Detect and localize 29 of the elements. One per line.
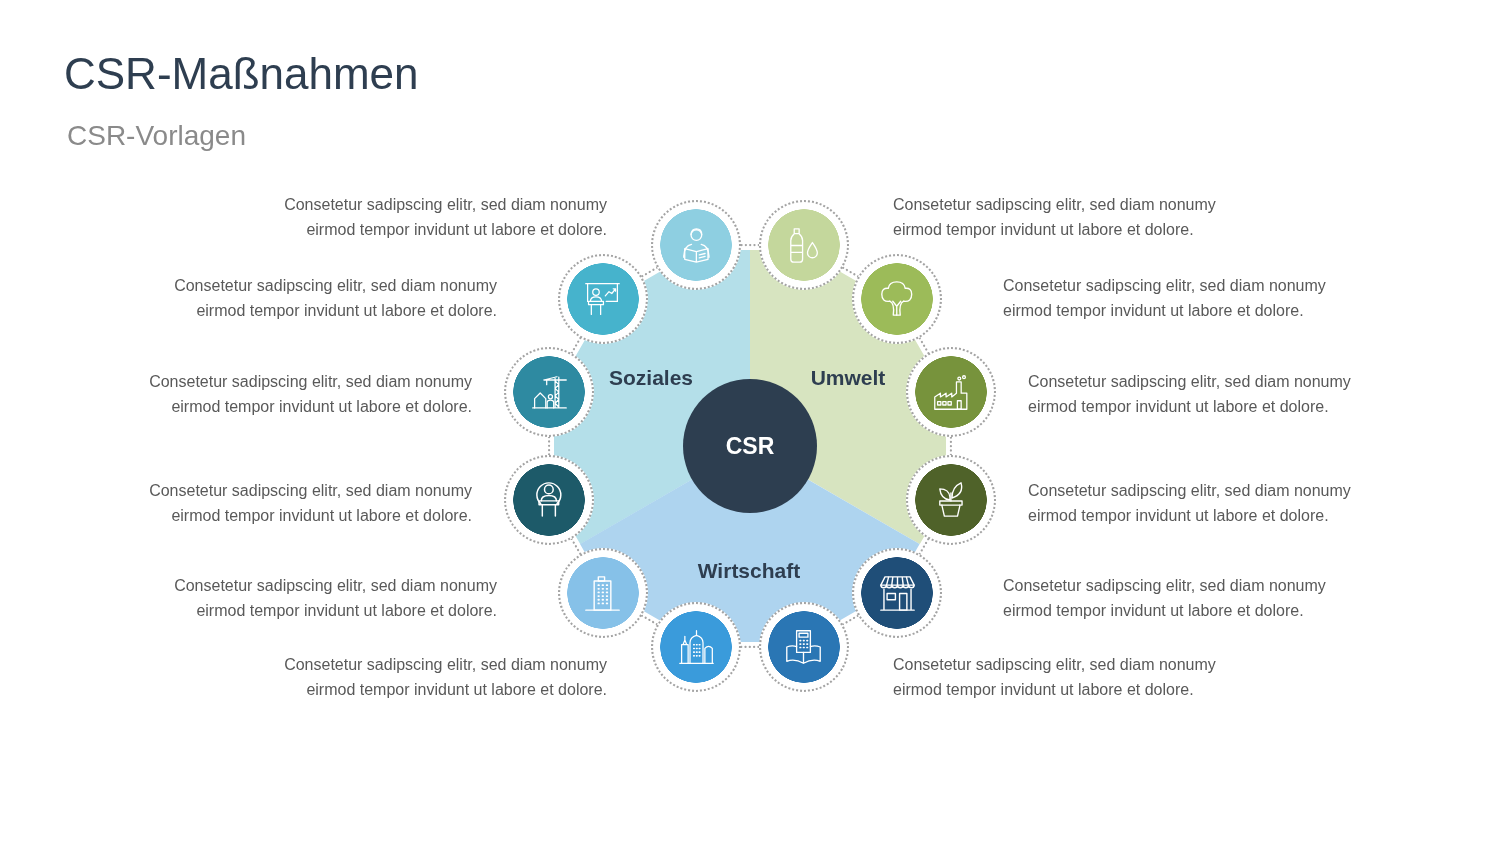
description-text: Consetetur sadipscing elitr, sed diam nonumy eirmod tempor invidunt ut labore et dolore. — [148, 372, 472, 417]
dotted-connector — [841, 266, 860, 278]
title: CSR-Maßnahmen — [64, 50, 419, 99]
description-text: Consetetur sadipscing elitr, sed diam nonumy eirmod tempor invidunt ut labore et dolore. — [283, 195, 607, 240]
dotted-connector — [918, 537, 930, 556]
subtitle: CSR-Vorlagen — [67, 119, 246, 153]
sector-label: Wirtschaft — [697, 559, 801, 583]
dotted-connector — [841, 614, 860, 626]
dotted-connector — [640, 266, 659, 278]
description-text: Consetetur sadipscing elitr, sed diam nonumy eirmod tempor invidunt ut labore et dolore. — [1028, 481, 1352, 526]
description-text: Consetetur sadipscing elitr, sed diam nonumy eirmod tempor invidunt ut labore et dolore. — [1003, 276, 1327, 321]
dotted-connector — [740, 244, 760, 247]
dotted-connector — [918, 336, 930, 355]
dotted-connector — [570, 336, 582, 355]
description-text: Consetetur sadipscing elitr, sed diam nonumy eirmod tempor invidunt ut labore et dolore. — [1028, 372, 1352, 417]
description-text: Consetetur sadipscing elitr, sed diam nonumy eirmod tempor invidunt ut labore et dolore. — [1003, 576, 1327, 621]
description-text: Consetetur sadipscing elitr, sed diam nonumy eirmod tempor invidunt ut labore et dolore. — [148, 481, 472, 526]
dotted-connector — [640, 614, 659, 626]
sector-label: Umwelt — [810, 366, 886, 390]
center-label: CSR — [725, 432, 775, 460]
sector-label: Soziales — [608, 366, 693, 390]
description-text: Consetetur sadipscing elitr, sed diam nonumy eirmod tempor invidunt ut labore et dolore. — [283, 655, 607, 700]
description-text: Consetetur sadipscing elitr, sed diam nonumy eirmod tempor invidunt ut labore et dolore. — [173, 576, 497, 621]
dotted-connector — [548, 436, 551, 456]
description-text: Consetetur sadipscing elitr, sed diam nonumy eirmod tempor invidunt ut labore et dolore. — [173, 276, 497, 321]
description-text: Consetetur sadipscing elitr, sed diam nonumy eirmod tempor invidunt ut labore et dolore. — [893, 195, 1217, 240]
description-text: Consetetur sadipscing elitr, sed diam nonumy eirmod tempor invidunt ut labore et dolore. — [893, 655, 1217, 700]
dotted-connector — [740, 645, 760, 648]
dotted-connector — [949, 436, 952, 456]
